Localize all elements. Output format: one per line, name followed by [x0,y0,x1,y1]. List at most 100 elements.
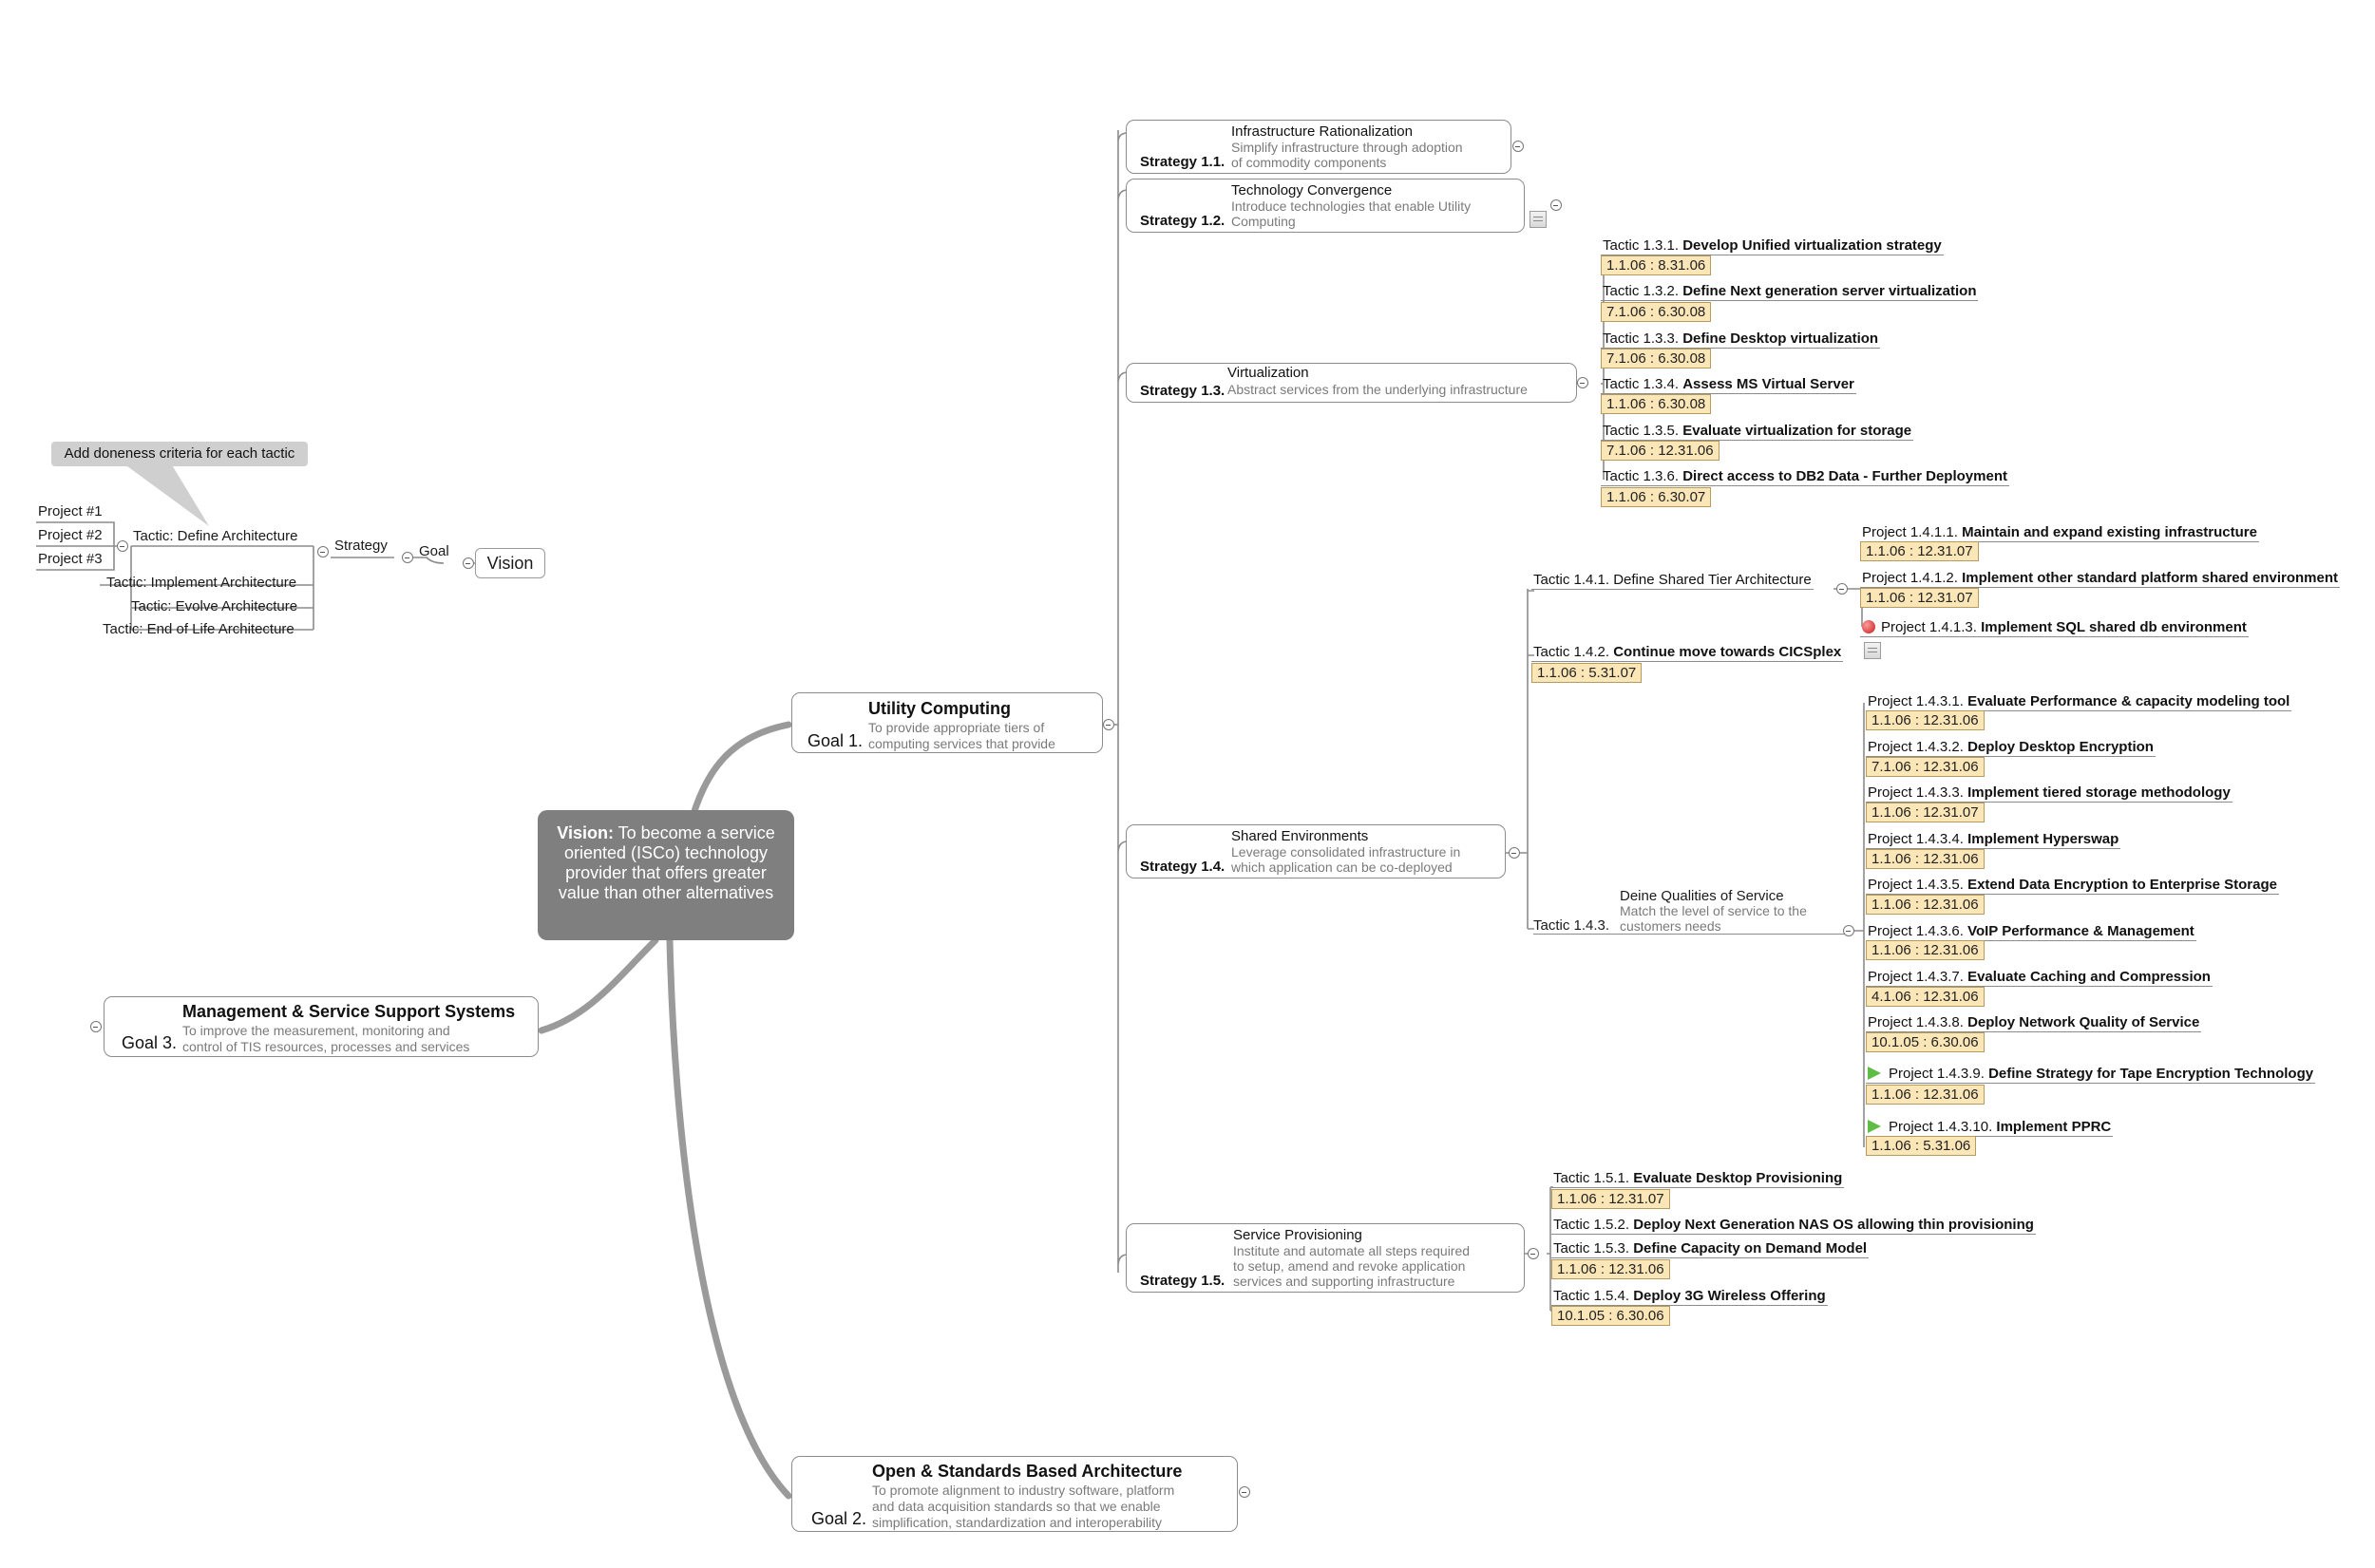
project-1-4-3-5-date: 1.1.06 : 12.31.06 [1866,895,1985,915]
goal-1-label: Goal 1. [808,731,864,750]
callout-pointer [124,463,209,526]
tactic-1-4-3-title: Deine Qualities of Service [1620,888,1784,904]
legend-strategy: Strategy [334,538,388,554]
collapse-toggle-icon[interactable] [117,540,128,552]
collapse-toggle-icon[interactable] [317,546,329,557]
project-1-4-3-2[interactable]: Project 1.4.3.2. Deploy Desktop Encrypti… [1866,739,2156,757]
legend-tactic-define: Tactic: Define Architecture [133,528,298,544]
collapse-toggle-icon[interactable] [402,552,413,563]
project-1-4-3-10-date: 1.1.06 : 5.31.06 [1866,1136,1977,1156]
project-1-4-3-9-date: 1.1.06 : 12.31.06 [1866,1085,1985,1105]
tactic-1-4-2-date: 1.1.06 : 5.31.07 [1531,663,1643,683]
collapse-toggle-icon[interactable] [1528,1248,1539,1259]
strategy-1-2-node[interactable]: Technology Convergence Introduce technol… [1126,179,1525,233]
tactic-1-5-2[interactable]: Tactic 1.5.2. Deploy Next Generation NAS… [1551,1217,2036,1235]
project-1-4-3-4[interactable]: Project 1.4.3.4. Implement Hyperswap [1866,831,2121,849]
tactic-1-3-4[interactable]: Tactic 1.3.4. Assess MS Virtual Server [1601,376,1856,394]
strategy-1-3-desc: Abstract services from the underlying in… [1227,382,1528,397]
vision-label: Vision: [557,823,614,842]
strategy-1-2-label: Strategy 1.2. [1140,213,1226,229]
goal-2-node[interactable]: Open & Standards Based Architecture To p… [791,1456,1238,1532]
collapse-toggle-icon[interactable] [463,557,474,569]
legend-tactic-evolve: Tactic: Evolve Architecture [131,598,298,614]
project-1-4-1-1[interactable]: Project 1.4.1.1. Maintain and expand exi… [1860,524,2259,542]
tactic-1-3-1[interactable]: Tactic 1.3.1. Develop Unified virtualiza… [1601,237,1944,255]
vision-node[interactable]: Vision: To become a service oriented (IS… [538,810,794,940]
strategy-1-1-node[interactable]: Infrastructure Rationalization Simplify … [1126,120,1511,174]
strategy-1-3-label: Strategy 1.3. [1140,383,1226,399]
strategy-1-1-label: Strategy 1.1. [1140,154,1226,170]
legend-tactic-end-of-life: Tactic: End of Life Architecture [103,621,294,637]
tactic-1-5-1[interactable]: Tactic 1.5.1. Evaluate Desktop Provision… [1551,1170,1845,1188]
goal-2-label: Goal 2. [811,1509,867,1528]
tactic-1-3-1-date: 1.1.06 : 8.31.06 [1601,255,1712,275]
project-1-4-1-2[interactable]: Project 1.4.1.2. Implement other standar… [1860,570,2340,588]
tactic-1-3-5-date: 7.1.06 : 12.31.06 [1601,441,1720,461]
tactic-1-3-2-date: 7.1.06 : 6.30.08 [1601,302,1712,322]
strategy-1-4-label: Strategy 1.4. [1140,859,1226,875]
note-icon[interactable] [1864,642,1881,659]
collapse-toggle-icon[interactable] [1103,719,1114,730]
legend-tactic-implement: Tactic: Implement Architecture [106,575,297,591]
strategy-1-5-node[interactable]: Service Provisioning Institute and autom… [1126,1223,1525,1293]
legend-callout: Add doneness criteria for each tactic [51,442,308,466]
tactic-1-3-3-date: 7.1.06 : 6.30.08 [1601,349,1712,368]
strategy-1-1-desc: Simplify infrastructure through adoption… [1231,140,1463,170]
tactic-1-3-6[interactable]: Tactic 1.3.6. Direct access to DB2 Data … [1601,468,2009,486]
project-1-4-3-7-date: 4.1.06 : 12.31.06 [1866,987,1985,1007]
collapse-toggle-icon[interactable] [1843,925,1854,936]
project-1-4-1-3[interactable]: Project 1.4.1.3. Implement SQL shared db… [1860,619,2249,637]
project-1-4-3-7[interactable]: Project 1.4.3.7. Evaluate Caching and Co… [1866,969,2213,987]
project-1-4-1-2-date: 1.1.06 : 12.31.07 [1860,588,1979,608]
expand-toggle-icon[interactable] [1239,1486,1250,1498]
tactic-1-3-2[interactable]: Tactic 1.3.2. Define Next generation ser… [1601,283,1979,301]
goal-2-desc: To promote alignment to industry softwar… [872,1483,1175,1530]
project-1-4-3-9[interactable]: Project 1.4.3.9. Define Strategy for Tap… [1866,1066,2316,1084]
expand-toggle-icon[interactable] [1550,199,1562,211]
strategy-1-3-node[interactable]: Virtualization Abstract services from th… [1126,363,1577,403]
expand-toggle-icon[interactable] [1512,141,1524,152]
tactic-1-5-3[interactable]: Tactic 1.5.3. Define Capacity on Demand … [1551,1240,1870,1258]
goal-3-node[interactable]: Management & Service Support Systems To … [104,996,539,1057]
tactic-1-5-4[interactable]: Tactic 1.5.4. Deploy 3G Wireless Offerin… [1551,1288,1828,1306]
tactic-1-4-2[interactable]: Tactic 1.4.2. Continue move towards CICS… [1531,644,1844,662]
project-1-4-3-6[interactable]: Project 1.4.3.6. VoIP Performance & Mana… [1866,923,2196,941]
note-icon[interactable] [1530,211,1547,228]
project-1-4-3-3[interactable]: Project 1.4.3.3. Implement tiered storag… [1866,784,2232,803]
legend-project-2: Project #2 [38,527,103,543]
collapse-toggle-icon[interactable] [1836,583,1848,595]
project-1-4-1-1-date: 1.1.06 : 12.31.07 [1860,541,1979,561]
project-1-4-3-5[interactable]: Project 1.4.3.5. Extend Data Encryption … [1866,877,2279,895]
tactic-1-3-5[interactable]: Tactic 1.3.5. Evaluate virtualization fo… [1601,423,1914,441]
project-1-4-3-8-date: 10.1.05 : 6.30.06 [1866,1032,1985,1052]
project-1-4-3-6-date: 1.1.06 : 12.31.06 [1866,940,1985,960]
legend-vision-node[interactable]: Vision [475,548,545,578]
strategy-1-1-title: Infrastructure Rationalization [1231,123,1413,140]
project-1-4-3-4-date: 1.1.06 : 12.31.06 [1866,849,1985,869]
goal-3-label: Goal 3. [122,1033,178,1052]
collapse-toggle-icon[interactable] [1577,377,1588,388]
goal-3-desc: To improve the measurement, monitoring a… [182,1023,470,1054]
goal-3-title: Management & Service Support Systems [182,1002,516,1021]
project-1-4-3-3-date: 1.1.06 : 12.31.07 [1866,803,1985,822]
tactic-1-4-1[interactable]: Tactic 1.4.1. Define Shared Tier Archite… [1531,572,1814,590]
project-1-4-3-1[interactable]: Project 1.4.3.1. Evaluate Performance & … [1866,693,2292,711]
goal-1-node[interactable]: Utility Computing To provide appropriate… [791,692,1103,753]
strategy-1-2-title: Technology Convergence [1231,182,1393,198]
project-1-4-3-1-date: 1.1.06 : 12.31.06 [1866,710,1985,730]
strategy-1-4-title: Shared Environments [1231,828,1369,844]
tactic-1-3-3[interactable]: Tactic 1.3.3. Define Desktop virtualizat… [1601,331,1881,349]
tactic-1-5-3-date: 1.1.06 : 12.31.06 [1551,1259,1670,1279]
strategy-1-4-node[interactable]: Shared Environments Leverage consolidate… [1126,824,1506,878]
collapse-toggle-icon[interactable] [1509,847,1520,859]
legend-project-3: Project #3 [38,551,103,567]
tactic-1-4-3-label[interactable]: Tactic 1.4.3. [1533,917,1847,935]
project-1-4-3-8[interactable]: Project 1.4.3.8. Deploy Network Quality … [1866,1014,2202,1032]
green-arrow-icon [1868,1067,1881,1080]
expand-toggle-icon[interactable] [90,1021,102,1032]
tactic-1-5-1-date: 1.1.06 : 12.31.07 [1551,1189,1670,1209]
tactic-1-5-4-date: 10.1.05 : 6.30.06 [1551,1306,1670,1326]
project-1-4-3-10[interactable]: Project 1.4.3.10. Implement PPRC [1866,1119,2114,1137]
